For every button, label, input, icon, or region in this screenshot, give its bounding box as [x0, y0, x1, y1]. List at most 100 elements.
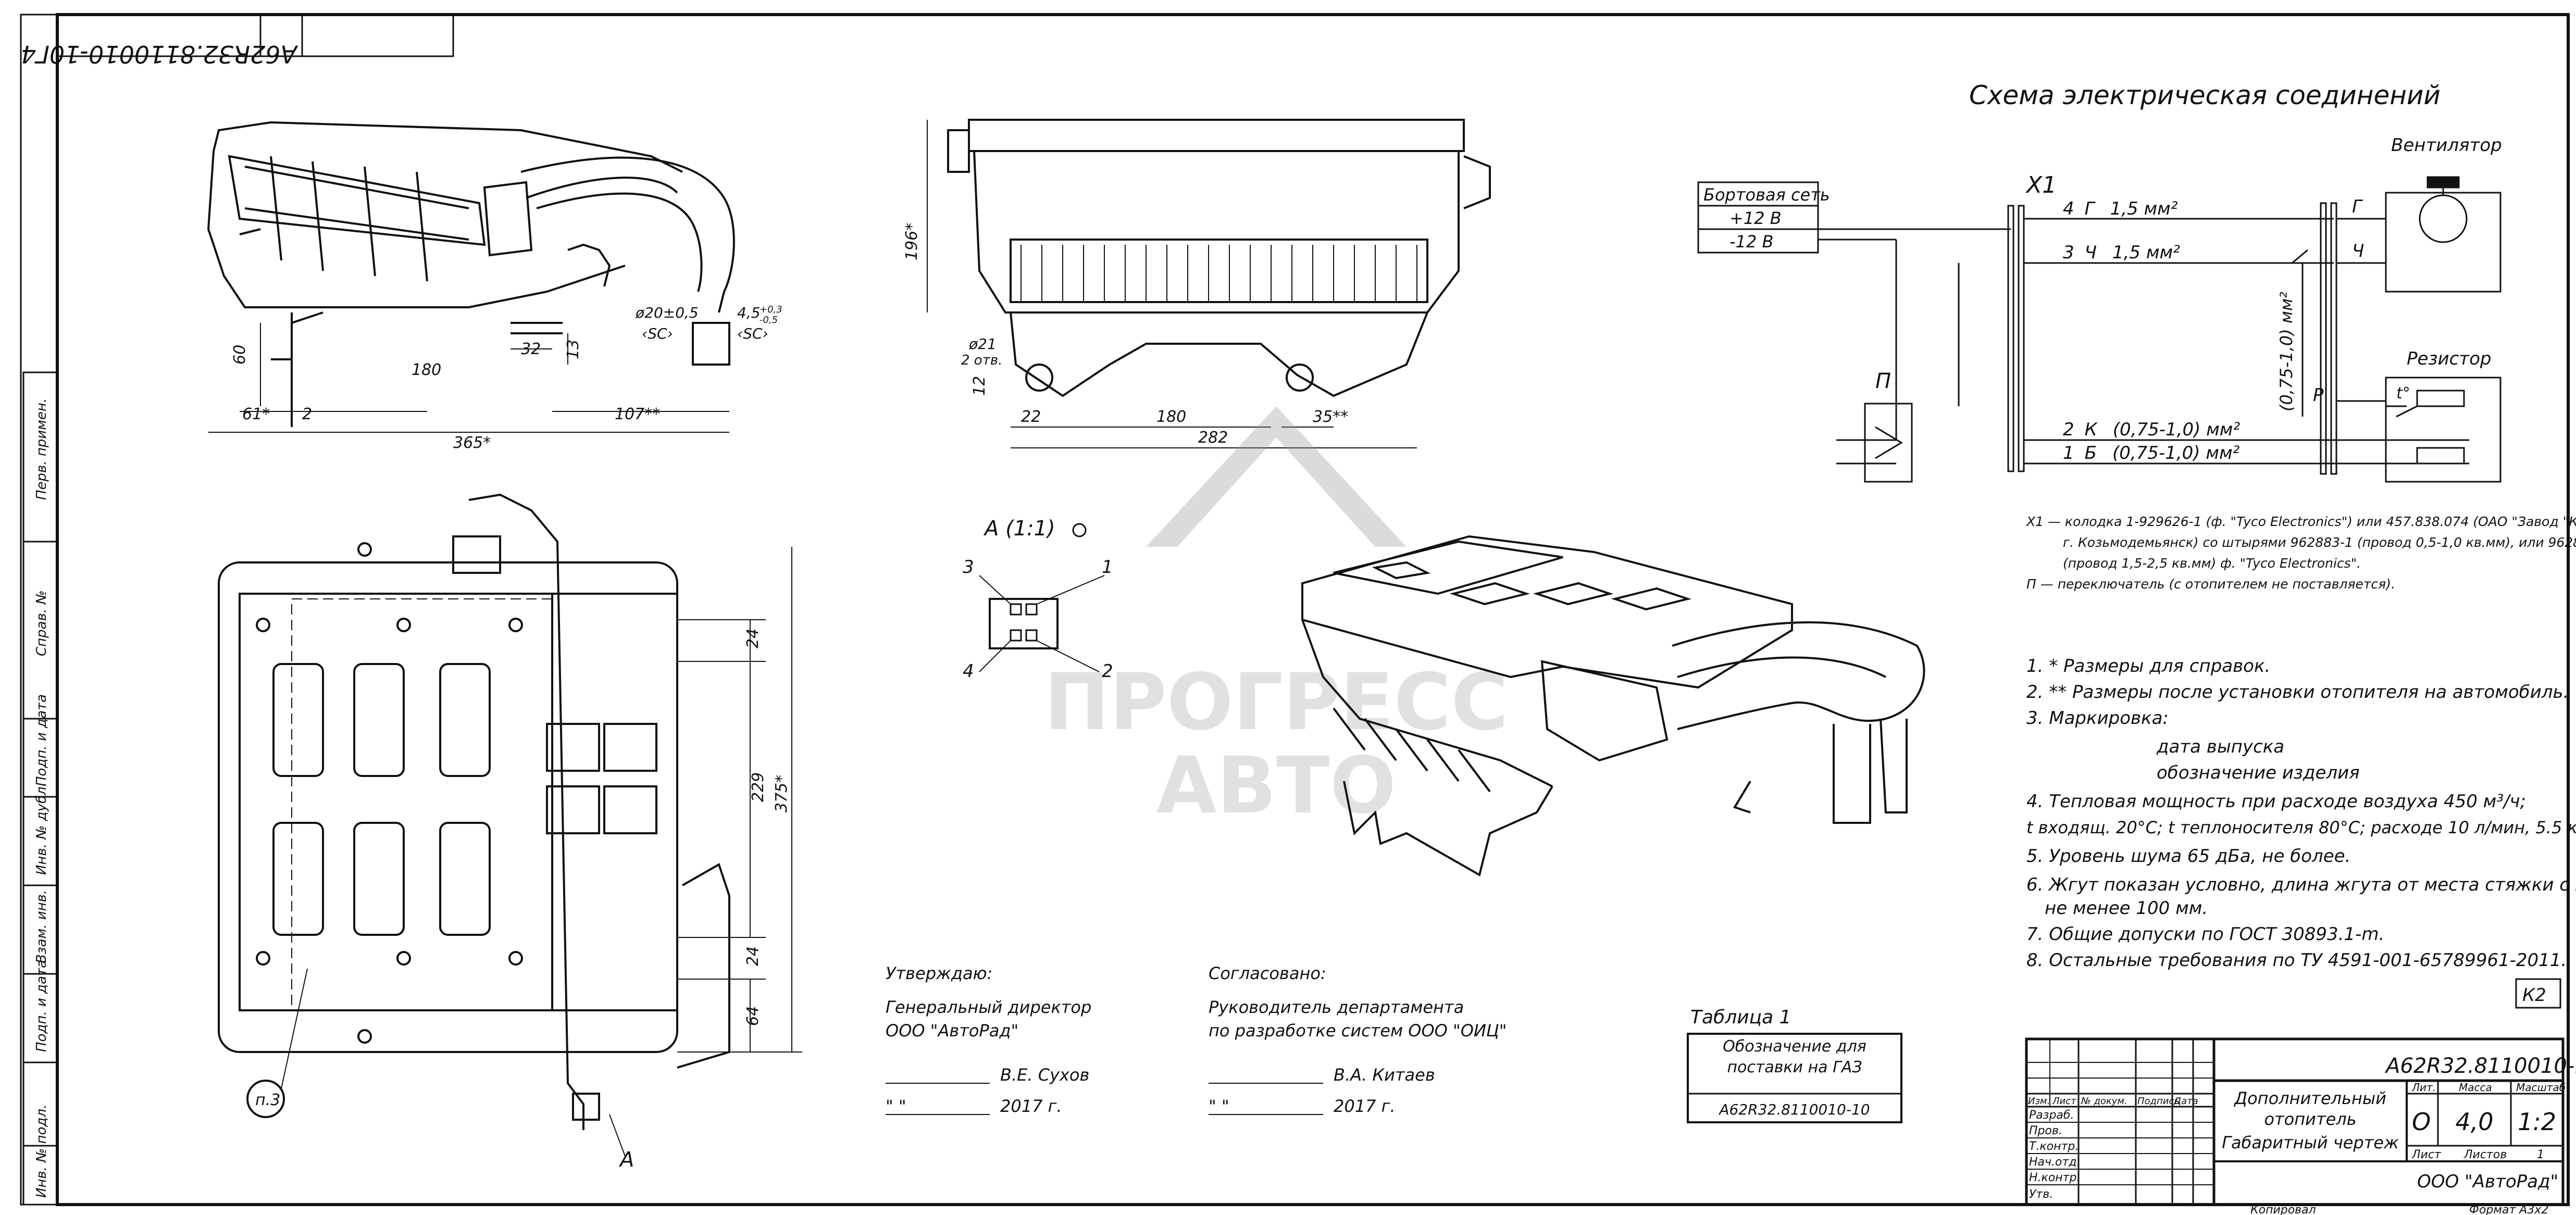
label-inv-podl: Инв. № подл.	[34, 1105, 49, 1198]
tb-lit-head: Лит.	[2411, 1081, 2436, 1094]
approvals: Утверждаю: Генеральный директор ООО "Авт…	[886, 963, 1507, 1116]
agreed-role-2: по разработке систем ООО "ОИЦ"	[1209, 1021, 1507, 1041]
isometric-view	[1301, 535, 1925, 877]
k2-box: К2	[2522, 985, 2546, 1006]
view-arrow-a: А	[618, 1148, 634, 1172]
onboard-plus: +12 В	[1729, 208, 1782, 228]
connector-view: А (1:1) 3 1 4 2	[963, 517, 1113, 682]
tb-mass: 4,0	[2455, 1108, 2493, 1136]
tb-row-nkontr: Н.контр.	[2029, 1171, 2080, 1184]
x1-label: X1	[2025, 172, 2057, 198]
tb-lit: О	[2412, 1108, 2431, 1136]
dim-365: 365*	[453, 434, 491, 452]
tb-sheet-label: Лист	[2411, 1148, 2442, 1161]
dim-sc-2: ‹SC›	[737, 325, 768, 342]
approved-role-1: Генеральный директор	[886, 997, 1091, 1017]
label-vzam-inv: Взам. инв.	[34, 890, 49, 963]
tb-col-date: Дата	[2173, 1096, 2198, 1107]
stamp-code: А62R32.8110010-10Г4	[21, 40, 298, 68]
table1-header: Обозначение для поставки на ГАЗ	[1723, 1037, 1866, 1076]
tb-sheets-label: Листов	[2463, 1148, 2507, 1161]
schematic-title: Схема электрическая соединений	[1969, 80, 2441, 110]
table1-title: Таблица 1	[1690, 1007, 1791, 1028]
note-3b: обозначение изделия	[2157, 762, 2360, 783]
schematic: Схема электрическая соединений Бортовая …	[1697, 80, 2502, 483]
top-view-dim-texts: 24 229 375* 24 64 п.3 А	[255, 629, 791, 1172]
dim-2: 2	[302, 405, 312, 423]
approved-role-2: ООО "АвтоРад"	[886, 1021, 1018, 1041]
title-block	[2025, 1037, 2565, 1206]
dim-24-upper: 24	[744, 629, 762, 648]
label-podp-data-1: Подп. и дата	[34, 694, 49, 786]
tb-company: ООО "АвтоРад"	[2417, 1171, 2558, 1192]
agreed-name: В.А. Китаев	[1334, 1065, 1435, 1085]
general-notes: 1. * Размеры для справок. 2. ** Размеры …	[2026, 656, 2576, 971]
dim-22: 22	[1021, 408, 1041, 426]
agreed-date: " "	[1209, 1096, 1229, 1116]
switch-label: П	[1875, 369, 1891, 393]
agreed-year: 2017 г.	[1334, 1096, 1396, 1116]
approved-name: В.Е. Сухов	[1000, 1065, 1089, 1085]
label-sprav: Справ. №	[34, 591, 49, 656]
note-4b: t входящ. 20°С; t теплоносителя 80°С; ра…	[2026, 818, 2576, 837]
r-label: Р	[2313, 385, 2324, 406]
dim-24-lower: 24	[744, 946, 762, 966]
dim-107: 107**	[615, 405, 660, 423]
tb-row-prov: Пров.	[2029, 1124, 2062, 1137]
x1-note-3: (провод 1,5-2,5 кв.мм) ф. "Tyco Electron…	[2063, 556, 2361, 571]
front-view-dim-texts: 196* ø21 2 отв. 12 22 180 35** 282	[903, 223, 1348, 447]
tb-doc-code: А62R32.8110010-10ГЧ	[2384, 1054, 2576, 1078]
tb-format: Формат А3х2	[2469, 1204, 2548, 1215]
tb-doc-type: Габаритный чертеж	[2222, 1133, 2399, 1153]
tb-scale-head: Масштаб	[2516, 1081, 2566, 1094]
dim-180-side: 180	[412, 361, 441, 379]
note-8: 8. Остальные требования по ТУ 4591-001-6…	[2026, 950, 2567, 971]
resistor-t: t°	[2396, 384, 2410, 403]
dim-12: 12	[970, 376, 989, 396]
note-6b: не менее 100 мм.	[2045, 898, 2208, 919]
dim-d20: ø20±0,5	[635, 304, 699, 321]
dim-2-holes: 2 отв.	[961, 353, 1002, 368]
approved-title: Утверждаю:	[886, 963, 992, 983]
title-block-texts: А62R32.8110010-10ГЧ Дополнительный отопи…	[2028, 1054, 2576, 1215]
dim-61: 61*	[242, 405, 270, 423]
tb-mass-head: Масса	[2459, 1081, 2492, 1094]
callout-p3: п.3	[255, 1091, 280, 1109]
tb-row-tkontr: Т.контр.	[2029, 1140, 2079, 1153]
side-view-dims	[208, 323, 729, 433]
dim-229: 229	[749, 772, 767, 802]
dim-375: 375*	[773, 775, 791, 812]
top-left-stamp: А62R32.8110010-10Г4	[21, 14, 454, 68]
side-view-dim-texts: 60 61* 2 180 32 13 365* 107** ø20±0,5 ‹S…	[231, 304, 782, 452]
dim-64: 64	[744, 1006, 762, 1026]
onboard-minus: -12 В	[1729, 232, 1773, 252]
tb-product-1: Дополнительный	[2233, 1088, 2386, 1108]
x1-note-1: Х1 — колодка 1-929626-1 (ф. "Tyco Electr…	[2025, 514, 2576, 529]
note-3: 3. Маркировка:	[2026, 708, 2169, 729]
pin-3: 3	[963, 557, 974, 578]
dim-180-front: 180	[1156, 408, 1186, 426]
dim-4-5: 4,5	[737, 304, 761, 321]
label-podp-data-2: Подп. и дата	[34, 960, 49, 1052]
table1-value: А62R32.8110010-10	[1718, 1101, 1870, 1118]
fan-ch: Ч	[2352, 241, 2364, 261]
approved-date: " "	[886, 1096, 906, 1116]
front-view	[947, 119, 1491, 397]
front-view-louvers	[1021, 245, 1417, 302]
dim-tol-upper: +0,3	[760, 304, 782, 315]
tb-col-doc: № докум.	[2081, 1096, 2127, 1107]
dim-sc-1: ‹SC›	[642, 325, 673, 342]
side-view	[207, 121, 735, 427]
vertical-wire-label: (0,75-1,0) мм²	[2276, 292, 2296, 411]
label-inv-dubl: Инв. № дубл.	[34, 782, 49, 875]
tb-scale: 1:2	[2518, 1108, 2556, 1136]
x1-note-2: г. Козьмодемьянск) со штырями 962883-1 (…	[2063, 535, 2576, 550]
note-1: 1. * Размеры для справок.	[2026, 656, 2270, 677]
connector-title: А (1:1)	[983, 517, 1055, 541]
dim-196: 196*	[903, 223, 921, 260]
